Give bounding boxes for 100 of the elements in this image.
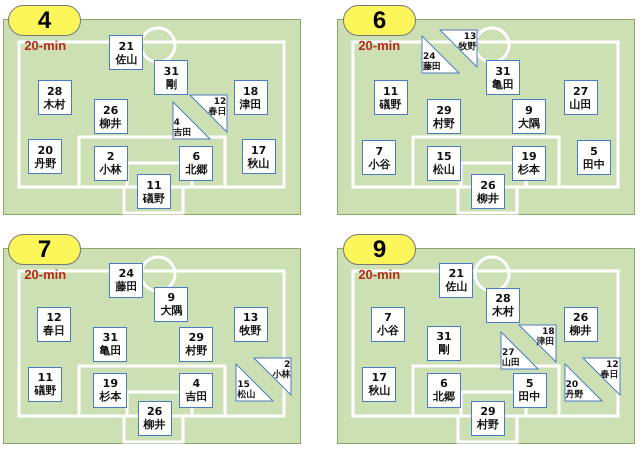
player-number: 11: [383, 84, 398, 98]
player-name: 剛: [438, 343, 450, 356]
player-name: 礒野: [142, 192, 165, 205]
number-badge: [343, 234, 416, 265]
player-card: [36, 306, 71, 342]
time-label: 20-min: [358, 38, 400, 54]
player-name: 亀田: [492, 78, 514, 91]
player-card: [564, 80, 598, 116]
player-number: 26: [147, 405, 162, 418]
player-number: 12: [46, 311, 62, 324]
player-number: 24: [118, 267, 134, 280]
player-number: 12: [606, 360, 619, 370]
player-card: [426, 146, 461, 181]
player-name: 藤田: [422, 62, 441, 72]
player-name: 杉本: [99, 390, 122, 404]
player-name: 北郷: [185, 163, 208, 176]
player-name: 剛: [166, 78, 177, 91]
player-name: 吉田: [185, 390, 208, 404]
player-name: 松山: [237, 390, 256, 400]
player-card: [362, 366, 396, 402]
player-card: [564, 306, 598, 342]
player-card: [93, 372, 128, 408]
player-number: 7: [384, 311, 392, 324]
player-number: 29: [436, 104, 452, 117]
badge-number: 9: [372, 236, 386, 264]
player-triangle: [235, 362, 274, 402]
player-number: 19: [521, 150, 537, 164]
player-card: [94, 99, 128, 134]
player-number: 18: [243, 84, 258, 98]
player-number: 17: [251, 144, 266, 157]
player-name: 村野: [476, 418, 499, 432]
player-card: [154, 60, 188, 96]
player-card: [28, 139, 62, 174]
player-card: [242, 139, 276, 174]
player-number: 26: [573, 311, 588, 324]
player-name: 小林: [100, 163, 122, 176]
badge-number: 7: [38, 236, 52, 264]
player-number: 29: [480, 405, 496, 418]
player-name: 秋山: [368, 384, 390, 398]
player-name: 山田: [502, 358, 520, 368]
player-number: 28: [47, 84, 62, 98]
player-card: [234, 306, 268, 342]
player-name: 春日: [208, 107, 226, 118]
player-number: 2: [284, 360, 290, 370]
player-card: [234, 80, 268, 116]
number-badge: [8, 5, 81, 36]
player-card: [426, 326, 461, 361]
player-number: 18: [542, 327, 555, 338]
player-name: 藤田: [115, 280, 138, 294]
player-number: 4: [174, 118, 180, 128]
player-card: [426, 372, 461, 408]
player-card: [38, 80, 72, 116]
player-name: 小林: [272, 370, 290, 380]
player-card: [179, 372, 214, 408]
player-number: 27: [502, 348, 515, 358]
player-number: 17: [372, 371, 387, 384]
player-name: 春日: [600, 370, 619, 380]
player-card: [109, 35, 144, 70]
player-number: 20: [38, 144, 53, 157]
player-name: 柳井: [100, 116, 122, 130]
player-name: 木村: [44, 98, 66, 111]
player-number: 27: [573, 84, 588, 98]
player-card: [179, 326, 214, 362]
player-card: [486, 60, 520, 96]
player-number: 5: [590, 144, 598, 158]
player-card: [512, 99, 546, 134]
player-name: 大隅: [518, 116, 540, 130]
player-name: 亀田: [99, 344, 122, 358]
player-name: 柳井: [570, 324, 592, 338]
player-name: 小谷: [368, 158, 390, 171]
player-card: [486, 288, 520, 323]
player-name: 田中: [518, 390, 541, 404]
player-name: 礒野: [380, 98, 402, 111]
player-card: [576, 140, 611, 176]
player-number: 26: [103, 104, 118, 117]
player-card: [439, 262, 474, 298]
player-name: 松山: [432, 163, 455, 176]
player-number: 13: [464, 32, 476, 42]
player-number: 21: [448, 267, 464, 280]
player-card: [94, 146, 128, 181]
player-number: 24: [422, 52, 436, 62]
player-number: 26: [480, 178, 496, 192]
badge-number: 6: [372, 6, 386, 34]
player-number: 12: [214, 97, 226, 108]
player-card: [138, 400, 172, 436]
player-name: 佐山: [115, 52, 138, 66]
player-number: 7: [376, 144, 384, 158]
player-name: 吉田: [174, 128, 192, 138]
player-number: 21: [118, 40, 134, 53]
player-number: 4: [192, 377, 200, 390]
player-card: [374, 80, 408, 116]
player-name: 大隅: [160, 304, 182, 318]
player-card: [470, 400, 505, 436]
player-card: [362, 140, 396, 176]
player-card: [136, 174, 171, 210]
player-name: 牧野: [240, 324, 262, 338]
player-name: 北郷: [432, 390, 455, 404]
player-number: 2: [106, 150, 114, 164]
player-name: 礒野: [34, 384, 56, 398]
player-card: [28, 366, 62, 402]
